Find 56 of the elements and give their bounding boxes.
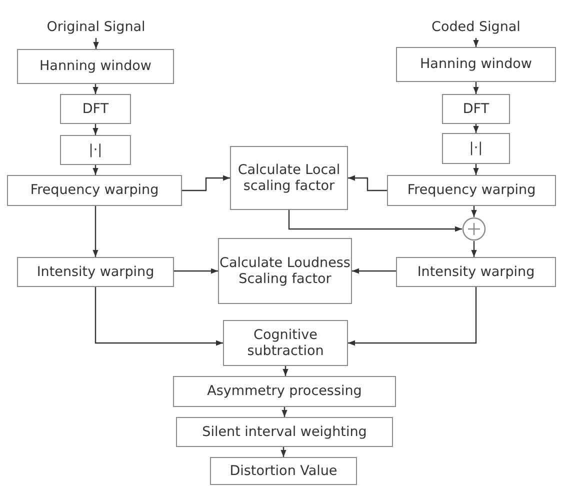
arrow xyxy=(92,165,98,175)
arrow xyxy=(280,447,286,457)
process-label: DFT xyxy=(82,100,109,118)
process-label: Hanning window xyxy=(40,58,152,75)
arrow xyxy=(288,210,462,232)
process-label: Calculate Loudness Scaling factor xyxy=(219,254,351,288)
process-box xyxy=(7,175,182,206)
arrow xyxy=(174,268,218,274)
arrow xyxy=(348,287,477,346)
arrow xyxy=(94,287,223,346)
process-box xyxy=(223,320,348,366)
arrow xyxy=(92,124,98,135)
process-box xyxy=(17,257,174,287)
summation-circle xyxy=(462,217,486,241)
process-label: DFT xyxy=(462,100,490,118)
arrow xyxy=(471,206,477,217)
process-label: Asymmetry processing xyxy=(207,383,362,400)
process-label: |·| xyxy=(88,142,102,158)
arrow xyxy=(92,84,98,94)
arrow xyxy=(92,206,98,257)
process-box xyxy=(173,376,396,407)
process-label: Intensity warping xyxy=(417,264,535,280)
process-label: Frequency warping xyxy=(407,182,536,199)
process-box xyxy=(442,94,510,124)
process-box xyxy=(387,175,556,206)
process-label: Hanning window xyxy=(420,56,532,73)
process-box xyxy=(230,146,348,210)
arrow xyxy=(182,175,230,192)
arrow xyxy=(348,175,387,192)
process-label: Frequency warping xyxy=(30,182,159,199)
signal-label: Original Signal xyxy=(46,18,146,36)
process-label: Cognitive subtraction xyxy=(246,326,325,360)
process-label: Intensity warping xyxy=(36,264,154,280)
arrow xyxy=(473,164,479,175)
arrow xyxy=(93,38,99,49)
process-label: Silent interval weighting xyxy=(202,424,367,440)
process-box xyxy=(17,49,174,84)
process-box xyxy=(218,238,352,304)
process-box xyxy=(396,257,556,287)
arrow xyxy=(282,407,288,417)
process-box xyxy=(60,94,131,124)
process-box xyxy=(176,417,393,447)
arrow xyxy=(471,241,477,257)
process-box xyxy=(442,133,510,164)
process-label: |·| xyxy=(469,140,483,157)
process-box xyxy=(396,47,556,82)
arrow xyxy=(473,38,479,47)
process-box xyxy=(60,135,131,165)
signal-label: Coded Signal xyxy=(432,18,520,36)
process-label: Distortion Value xyxy=(230,462,338,480)
arrow xyxy=(352,268,396,274)
arrow xyxy=(473,82,479,94)
arrow xyxy=(282,366,288,376)
process-box xyxy=(210,457,357,485)
process-label: Calculate Local scaling factor xyxy=(236,162,342,194)
arrow xyxy=(473,124,479,133)
